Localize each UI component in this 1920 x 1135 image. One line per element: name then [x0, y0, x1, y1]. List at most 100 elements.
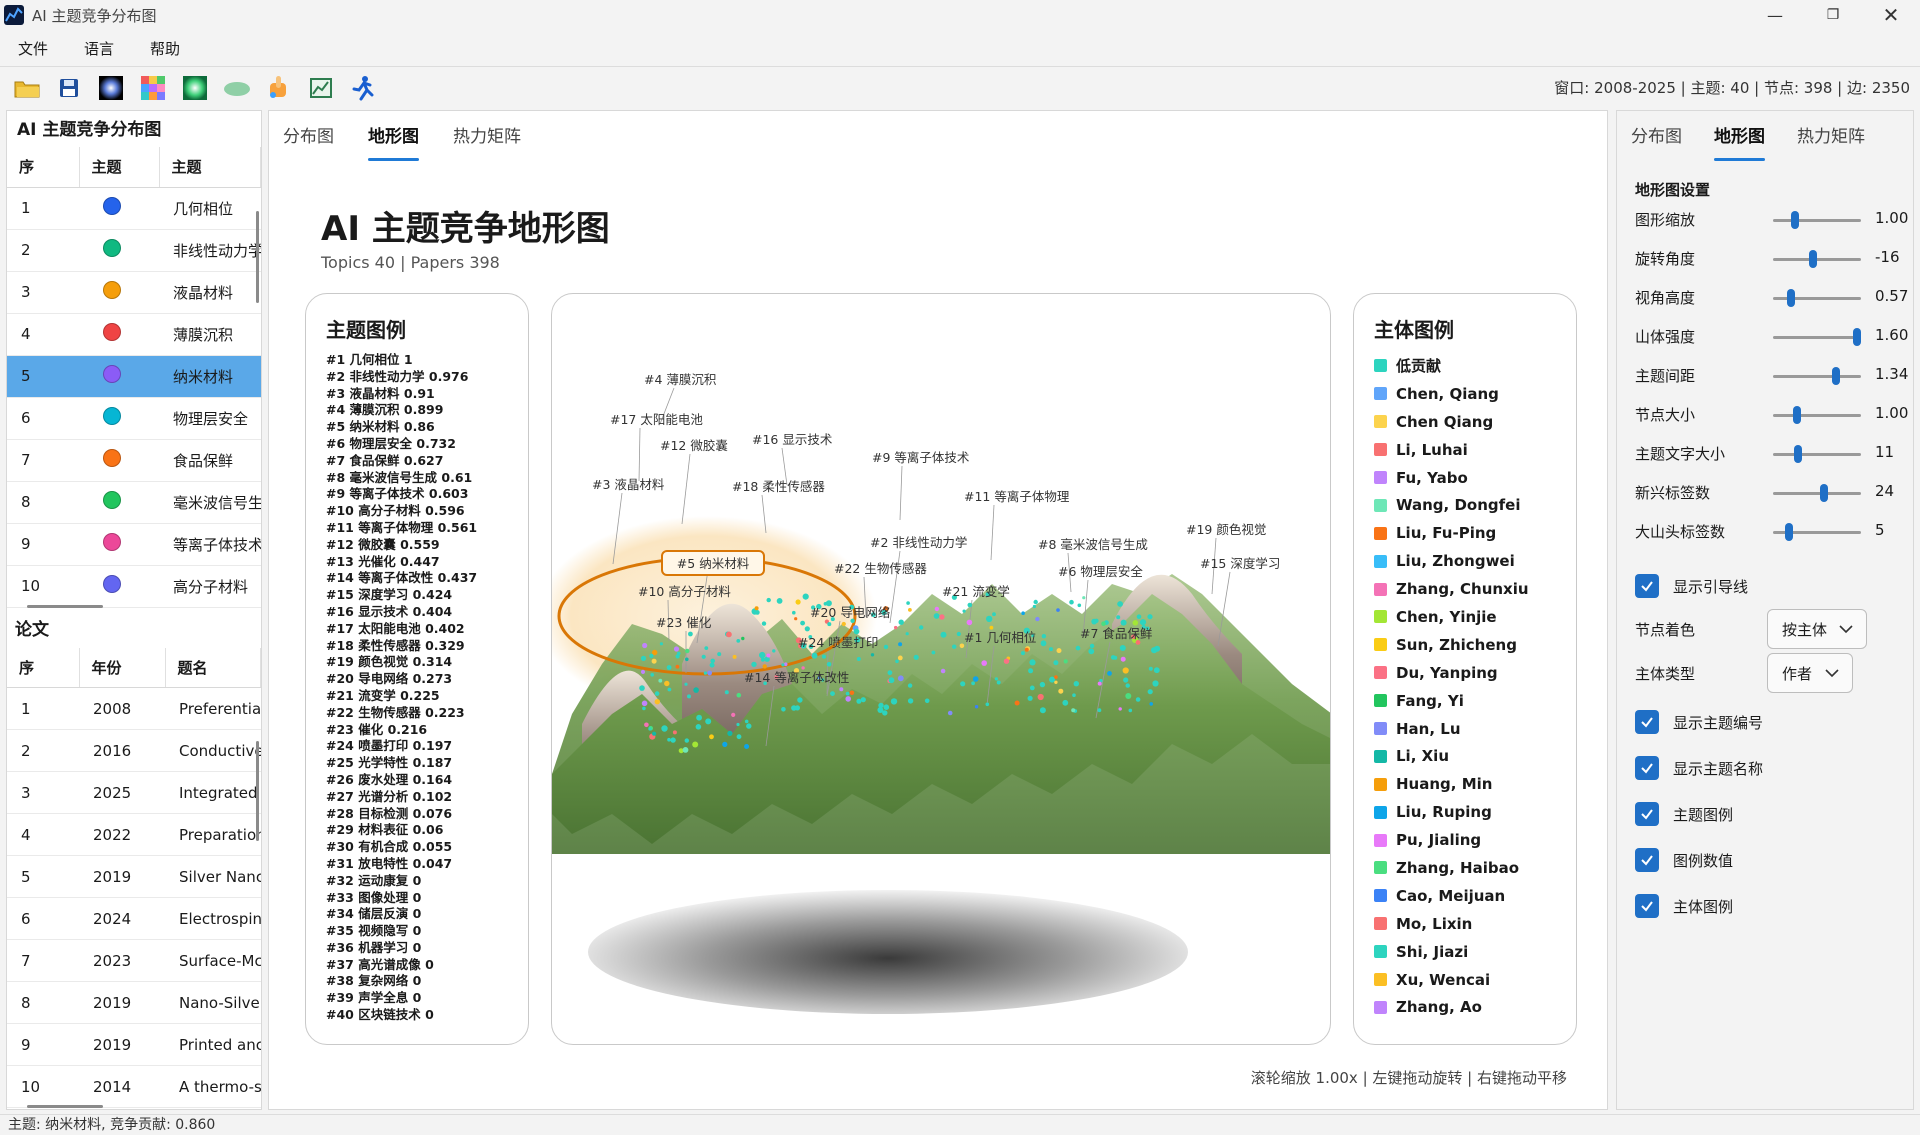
paper-node[interactable] [639, 685, 645, 691]
paper-node[interactable] [654, 699, 660, 705]
paper-node[interactable] [960, 681, 966, 687]
paper-node[interactable] [856, 698, 862, 704]
menu-help[interactable]: 帮助 [150, 39, 181, 58]
paper-node[interactable] [664, 680, 670, 687]
paper-node[interactable] [751, 661, 757, 668]
paper-node[interactable] [1023, 627, 1030, 634]
paper-node[interactable] [1028, 668, 1034, 674]
slider-handle[interactable] [1786, 289, 1795, 307]
paper-node[interactable] [1056, 608, 1060, 612]
slider-track[interactable] [1773, 406, 1861, 424]
run-button[interactable] [348, 73, 378, 103]
slider-handle[interactable] [1808, 250, 1817, 268]
terrain-topic-label[interactable]: #1 几何相位 [964, 630, 1036, 645]
terrain-topic-label[interactable]: #10 高分子材料 [638, 584, 731, 599]
paper-node[interactable] [709, 662, 715, 668]
topics-col-color[interactable]: 主题 [79, 147, 160, 188]
paper-node[interactable] [971, 681, 975, 686]
paper-node[interactable] [821, 678, 825, 682]
paper-node[interactable] [1062, 699, 1069, 706]
paper-node[interactable] [687, 694, 691, 699]
paper-node[interactable] [726, 631, 732, 638]
paper-node[interactable] [1069, 599, 1074, 605]
show-leaders-checkbox[interactable]: 显示引导线 [1635, 571, 1748, 601]
option-checkbox[interactable]: 主体图例 [1635, 891, 1733, 921]
paper-node[interactable] [1094, 618, 1099, 623]
slider-handle[interactable] [1791, 211, 1799, 229]
paper-node[interactable] [907, 683, 913, 688]
topic-row[interactable]: 3 液晶材料 [7, 271, 261, 314]
actor-legend-item[interactable]: Sun, Zhicheng [1374, 631, 1529, 659]
paper-node[interactable] [792, 610, 796, 615]
paper-node[interactable] [1024, 647, 1029, 652]
paper-node[interactable] [877, 707, 884, 713]
paper-node[interactable] [841, 621, 846, 627]
paper-node[interactable] [897, 675, 904, 682]
paper-node[interactable] [774, 675, 779, 679]
paper-node[interactable] [985, 592, 991, 597]
paper-node[interactable] [717, 652, 722, 657]
paper-node[interactable] [817, 676, 821, 680]
terrain-topic-label[interactable]: #4 薄膜沉积 [644, 372, 716, 387]
paper-node[interactable] [766, 597, 771, 603]
paper-node[interactable] [781, 663, 785, 667]
paper-node[interactable] [1145, 626, 1150, 631]
actor-legend-item[interactable]: 低贡献 [1374, 352, 1529, 380]
paper-node[interactable] [1117, 601, 1123, 607]
terrain-topic-label[interactable]: #20 导电网络 [810, 605, 891, 620]
paper-node[interactable] [887, 670, 893, 676]
paper-node[interactable] [1032, 604, 1036, 609]
paper-node[interactable] [667, 737, 671, 742]
actor-legend-item[interactable]: Du, Yanping [1374, 659, 1529, 687]
paper-node[interactable] [724, 690, 729, 695]
slider-handle[interactable] [1820, 484, 1829, 502]
terrain-topic-label[interactable]: #15 深度学习 [1200, 556, 1280, 571]
terrain-topic-label[interactable]: #18 柔性传感器 [732, 479, 825, 494]
paper-row[interactable]: 2 2016 Conductive [7, 729, 261, 772]
paper-node[interactable] [776, 598, 783, 604]
paper-node[interactable] [1097, 681, 1102, 686]
paper-node[interactable] [808, 644, 814, 649]
paper-node[interactable] [1113, 655, 1118, 660]
paper-node[interactable] [673, 646, 680, 652]
paper-node[interactable] [856, 657, 861, 661]
terrain-topic-label[interactable]: #14 等离子体改性 [744, 670, 849, 685]
paper-node[interactable] [881, 610, 887, 616]
paper-node[interactable] [1054, 680, 1058, 684]
actor-legend-item[interactable]: Xu, Wencai [1374, 966, 1529, 994]
paper-node[interactable] [1071, 708, 1076, 713]
paper-node[interactable] [996, 680, 1001, 685]
actor-legend-item[interactable]: Liu, Ruping [1374, 798, 1529, 826]
paper-node[interactable] [1072, 693, 1076, 697]
actor-legend-item[interactable]: Pu, Jialing [1374, 826, 1529, 854]
paper-node[interactable] [705, 718, 712, 725]
paper-node[interactable] [640, 655, 647, 661]
topics-col-name[interactable]: 主题 [159, 147, 261, 188]
export-button[interactable] [306, 73, 336, 103]
paper-node[interactable] [808, 635, 813, 639]
paper-node[interactable] [924, 698, 930, 704]
papers-col-title[interactable]: 题名 [165, 647, 261, 688]
paper-node[interactable] [882, 710, 888, 716]
paper-node[interactable] [1058, 688, 1064, 694]
tab-terrain[interactable]: 地形图 [356, 111, 431, 167]
actor-legend-item[interactable]: Shi, Jiazi [1374, 938, 1529, 966]
actor-legend-item[interactable]: Zhang, Ao [1374, 993, 1529, 1021]
paper-node[interactable] [1041, 634, 1047, 639]
paper-node[interactable] [1153, 667, 1160, 674]
paper-node[interactable] [898, 619, 904, 625]
terrain-topic-label[interactable]: #17 太阳能电池 [610, 412, 703, 427]
actor-legend-item[interactable]: Zhang, Haibao [1374, 854, 1529, 882]
paper-node[interactable] [959, 643, 965, 649]
papers-scrollbar[interactable] [256, 741, 259, 841]
paper-node[interactable] [860, 697, 866, 703]
paper-node[interactable] [972, 676, 979, 682]
paper-node[interactable] [934, 606, 940, 612]
paper-node[interactable] [826, 662, 832, 667]
paper-node[interactable] [1075, 645, 1081, 651]
menu-language[interactable]: 语言 [84, 39, 115, 58]
paper-node[interactable] [1135, 697, 1141, 702]
paper-node[interactable] [675, 664, 680, 669]
paper-node[interactable] [1107, 671, 1112, 676]
papers-col-year[interactable]: 年份 [79, 647, 166, 688]
